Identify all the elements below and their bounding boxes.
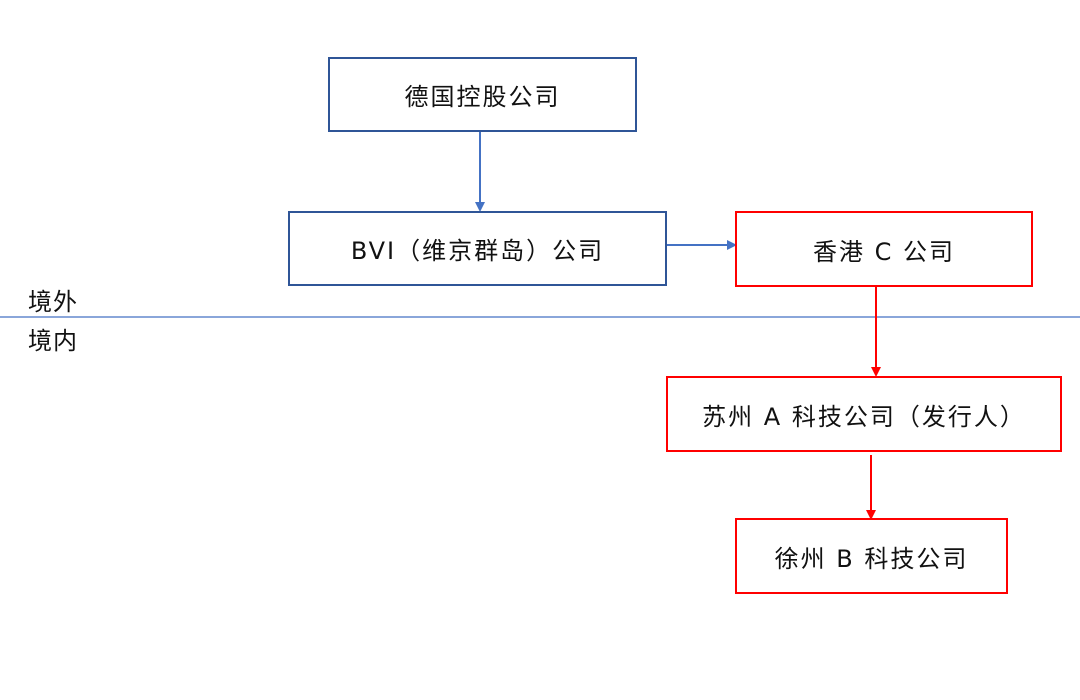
node-suzhou-a-issuer: 苏州 A 科技公司（发行人） — [666, 376, 1062, 452]
region-label-domestic: 境内 — [28, 327, 78, 355]
region-label-overseas: 境外 — [28, 288, 78, 316]
node-german-holding: 德国控股公司 — [328, 57, 637, 132]
node-xuzhou-b: 徐州 B 科技公司 — [735, 518, 1008, 594]
node-hk-c-company: 香港 C 公司 — [735, 211, 1033, 287]
node-bvi-company: BVI（维京群岛）公司 — [288, 211, 667, 286]
